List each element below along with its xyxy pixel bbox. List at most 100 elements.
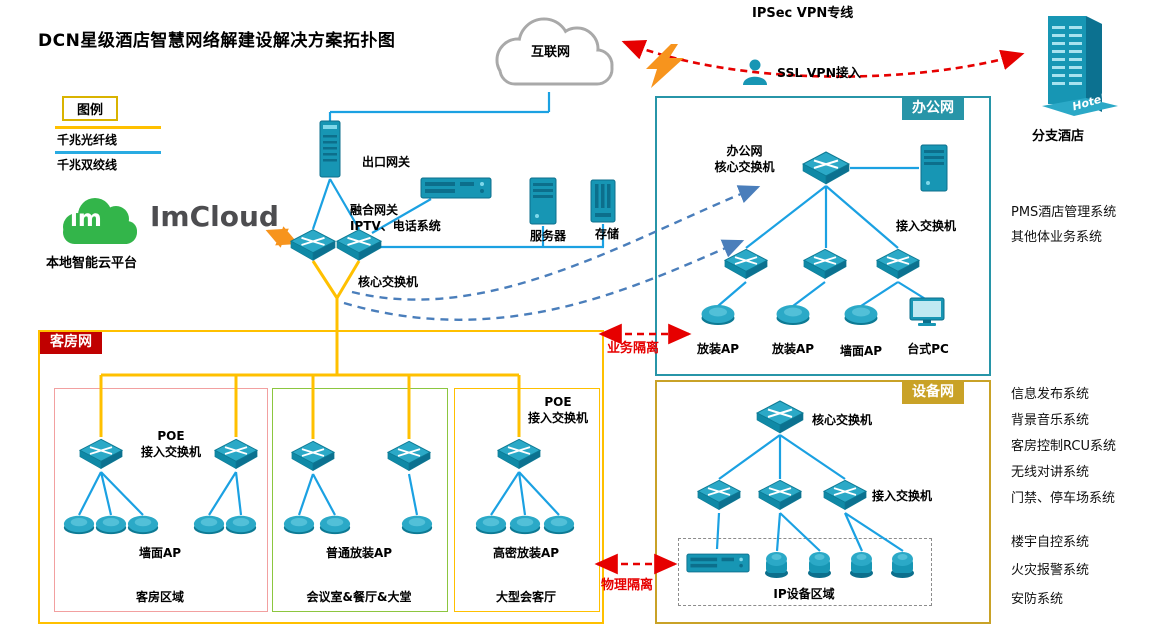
ip-rack-icon bbox=[686, 553, 750, 573]
imcloud-logo-icon bbox=[63, 198, 137, 244]
system-item-fire: 火灾报警系统 bbox=[1011, 563, 1090, 578]
ip-area-label: IP设备区域 bbox=[773, 587, 835, 601]
devicenet-switch-icon-2 bbox=[758, 479, 802, 511]
room-poe-switch-icon-1 bbox=[79, 438, 123, 470]
system-item-bas: 楼宇自控系统 bbox=[1011, 535, 1090, 550]
system-item-music: 背景音乐系统 bbox=[1011, 413, 1090, 428]
system-item-info: 信息发布系统 bbox=[1011, 387, 1090, 402]
hall-ap-icon-3 bbox=[543, 515, 575, 535]
office-core-label: 办公网 核心交换机 bbox=[714, 144, 775, 175]
room-wall-ap-icon-2 bbox=[95, 515, 127, 535]
legend-title: 图例 bbox=[62, 96, 119, 121]
office-server-icon bbox=[920, 144, 948, 192]
meeting-switch-icon-1 bbox=[291, 440, 335, 472]
internet-label: 互联网 bbox=[530, 45, 570, 60]
device-network-box bbox=[655, 380, 991, 624]
office-device-label-1: 放装AP bbox=[696, 342, 740, 356]
hall-area-box bbox=[454, 388, 600, 612]
business-isolation-label: 业务隔离 bbox=[607, 341, 660, 356]
room-poe-switch-icon-2 bbox=[214, 438, 258, 470]
ssl-vpn-label: SSL VPN接入 bbox=[777, 65, 862, 80]
devicenet-core-label: 核心交换机 bbox=[812, 413, 873, 427]
ipsec-vpn-label: IPSec VPN专线 bbox=[752, 6, 854, 21]
diagram-title: DCN星级酒店智慧网络解建设解决方案拓扑图 bbox=[38, 31, 396, 51]
legend-fiber-line bbox=[55, 126, 161, 129]
room-area-name: 客房区域 bbox=[135, 590, 184, 604]
desktop-pc-icon bbox=[909, 297, 945, 327]
room-wall-ap-icon-4 bbox=[193, 515, 225, 535]
room-wall-ap-label: 墙面AP bbox=[138, 546, 182, 560]
imcloud-mark: lm bbox=[70, 206, 102, 232]
rooms-network-box bbox=[38, 330, 604, 624]
office-device-label-2: 放装AP bbox=[771, 342, 815, 356]
converged-gateway-icon bbox=[420, 177, 492, 199]
hall-ap-icon-2 bbox=[509, 515, 541, 535]
office-poe-switch-icon-1 bbox=[724, 248, 768, 280]
system-item-security: 安防系统 bbox=[1011, 592, 1064, 607]
hall-poe-switch-icon bbox=[497, 438, 541, 470]
office-tab: 办公网 bbox=[902, 98, 964, 120]
devicenet-access-label: 接入交换机 bbox=[872, 489, 933, 503]
meeting-ap-label: 普通放装AP bbox=[325, 546, 393, 560]
legend-fiber-label: 千兆光纤线 bbox=[57, 133, 118, 147]
meeting-ap-icon-1 bbox=[283, 515, 315, 535]
system-item-intercom: 无线对讲系统 bbox=[1011, 465, 1090, 480]
system-item-rcu: 客房控制RCU系统 bbox=[1011, 439, 1116, 454]
rooms-area-box bbox=[54, 388, 268, 612]
meeting-ap-icon-2 bbox=[319, 515, 351, 535]
imcloud-logo-text: ImCloud bbox=[150, 200, 279, 233]
core-switch-icon-1 bbox=[290, 228, 336, 262]
office-ap-icon-2 bbox=[776, 305, 810, 325]
office-wall-ap-icon bbox=[844, 305, 878, 325]
devicenet-switch-icon-1 bbox=[697, 479, 741, 511]
office-network-box bbox=[655, 96, 991, 376]
hall-area-name: 大型会客厅 bbox=[495, 590, 556, 604]
ip-device-icon-1 bbox=[765, 552, 788, 578]
physical-isolation-label: 物理隔离 bbox=[601, 578, 654, 593]
room-poe-label: POE 接入交换机 bbox=[140, 429, 201, 460]
office-device-label-4: 台式PC bbox=[907, 342, 949, 356]
room-wall-ap-icon-3 bbox=[127, 515, 159, 535]
rooms-tab: 客房网 bbox=[40, 332, 102, 354]
exit-gateway-label: 出口网关 bbox=[362, 155, 411, 169]
local-cloud-label: 本地智能云平台 bbox=[46, 256, 138, 271]
office-core-switch-icon bbox=[802, 151, 850, 185]
server-label: 服务器 bbox=[530, 229, 567, 243]
system-item-pms: PMS酒店管理系统 bbox=[1011, 205, 1117, 220]
ip-device-icon-2 bbox=[808, 552, 831, 578]
meeting-area-name: 会议室&餐厅&大堂 bbox=[306, 590, 412, 604]
exit-gateway-icon bbox=[319, 120, 341, 178]
lightning-icon bbox=[646, 44, 684, 88]
internet-cloud-icon bbox=[495, 17, 614, 86]
system-item-other: 其他体业务系统 bbox=[1011, 230, 1103, 245]
ip-device-icon-4 bbox=[891, 552, 914, 578]
office-device-label-3: 墙面AP bbox=[839, 344, 883, 358]
devicenet-switch-icon-3 bbox=[823, 479, 867, 511]
devicenet-core-switch-icon bbox=[756, 400, 804, 434]
core-switch-label: 核心交换机 bbox=[358, 275, 419, 289]
storage-label: 存储 bbox=[595, 227, 620, 241]
room-wall-ap-icon-5 bbox=[225, 515, 257, 535]
office-poe-switch-icon-3 bbox=[876, 248, 920, 280]
legend-copper-label: 千兆双绞线 bbox=[57, 158, 118, 172]
branch-hotel-label: 分支酒店 bbox=[1032, 129, 1085, 144]
hall-ap-icon-1 bbox=[475, 515, 507, 535]
ip-device-icon-3 bbox=[850, 552, 873, 578]
hall-poe-label: POE 接入交换机 bbox=[527, 395, 588, 426]
converged-gateway-label: 融合网关 IPTV、电话系统 bbox=[350, 203, 441, 234]
devicenet-tab: 设备网 bbox=[902, 382, 964, 404]
meeting-switch-icon-2 bbox=[387, 440, 431, 472]
storage-icon bbox=[590, 179, 616, 223]
ip-device-area-box bbox=[678, 538, 932, 606]
hall-ap-label: 高密放装AP bbox=[492, 546, 560, 560]
legend-copper-line bbox=[55, 151, 161, 154]
vpn-user-icon bbox=[743, 59, 767, 85]
office-poe-switch-icon-2 bbox=[803, 248, 847, 280]
meeting-area-box bbox=[272, 388, 448, 612]
office-ap-icon-1 bbox=[701, 305, 735, 325]
system-item-access: 门禁、停车场系统 bbox=[1011, 491, 1116, 506]
office-access-label: 接入交换机 bbox=[896, 219, 957, 233]
room-wall-ap-icon-1 bbox=[63, 515, 95, 535]
